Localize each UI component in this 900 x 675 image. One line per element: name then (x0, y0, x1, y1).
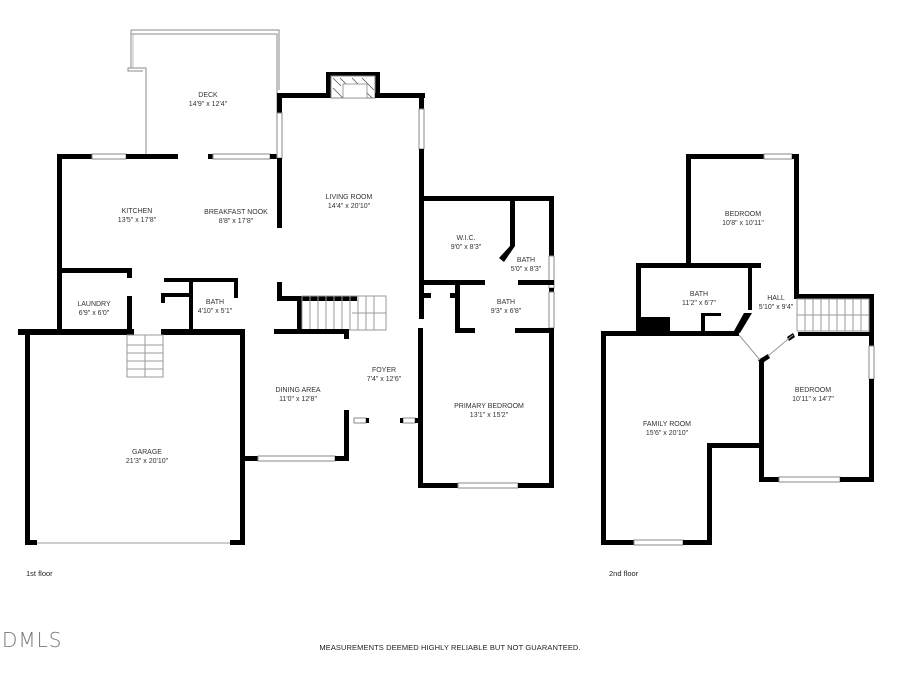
svg-text:BREAKFAST NOOK: BREAKFAST NOOK (204, 209, 268, 216)
svg-text:9'3" x 6'8": 9'3" x 6'8" (491, 308, 522, 315)
room-label-dining-area: DINING AREA 11'0" x 12'8" (275, 387, 320, 403)
svg-text:10'11" x 14'7": 10'11" x 14'7" (792, 396, 834, 403)
svg-text:BEDROOM: BEDROOM (795, 387, 831, 394)
svg-text:6'9" x 6'0": 6'9" x 6'0" (79, 310, 110, 317)
dmls-logo: DMLS (2, 628, 63, 652)
measurement-disclaimer: MEASUREMENTS DEEMED HIGHLY RELIABLE BUT … (319, 643, 581, 652)
svg-text:15'6" x 20'10": 15'6" x 20'10" (646, 430, 689, 437)
svg-text:BATH: BATH (497, 299, 515, 306)
svg-text:13'5" x 17'8": 13'5" x 17'8" (118, 217, 157, 224)
svg-text:5'0" x 8'3": 5'0" x 8'3" (511, 266, 542, 273)
first-floor-label: 1st floor (26, 569, 53, 578)
svg-text:LIVING ROOM: LIVING ROOM (326, 194, 373, 201)
fireplace-hatch (332, 77, 375, 99)
svg-text:DINING AREA: DINING AREA (275, 387, 320, 394)
garage-stairs (126, 334, 164, 378)
room-label-hall: HALL 5'10" x 9'4" (759, 295, 794, 311)
room-label-wic: W.I.C. 9'0" x 8'3" (451, 235, 482, 251)
svg-text:LAUNDRY: LAUNDRY (77, 301, 111, 308)
svg-text:21'3" x 20'10": 21'3" x 20'10" (126, 458, 169, 465)
room-label-primary-bedroom: PRIMARY BEDROOM 13'1" x 15'2" (454, 403, 524, 419)
svg-text:14'4" x 20'10": 14'4" x 20'10" (328, 203, 371, 210)
svg-text:BATH: BATH (690, 291, 708, 298)
room-label-kitchen: KITCHEN 13'5" x 17'8" (118, 208, 157, 224)
room-label-upstairs-bath: BATH 11'2" x 6'7" (682, 291, 716, 307)
svg-text:11'0" x 12'8": 11'0" x 12'8" (279, 396, 317, 403)
svg-text:BATH: BATH (517, 257, 535, 264)
svg-text:FAMILY ROOM: FAMILY ROOM (643, 421, 691, 428)
room-label-bedroom-3: BEDROOM 10'11" x 14'7" (792, 387, 834, 403)
svg-text:5'10" x 9'4": 5'10" x 9'4" (759, 304, 794, 311)
second-floor-label: 2nd floor (609, 569, 639, 578)
hall-stairs (796, 298, 870, 332)
room-label-primary-bath: BATH 9'3" x 6'8" (491, 299, 522, 315)
svg-text:FOYER: FOYER (372, 367, 396, 374)
svg-text:HALL: HALL (767, 295, 785, 302)
svg-text:11'2" x 6'7": 11'2" x 6'7" (682, 300, 716, 307)
room-label-deck: DECK 14'9" x 12'4" (189, 92, 228, 108)
second-floor-plan (601, 153, 875, 546)
svg-text:4'10" x 5'1": 4'10" x 5'1" (198, 308, 233, 315)
svg-text:13'1" x 15'2": 13'1" x 15'2" (470, 412, 509, 419)
room-label-bath-wic: BATH 5'0" x 8'3" (511, 257, 542, 273)
room-label-breakfast-nook: BREAKFAST NOOK 8'8" x 17'8" (204, 209, 268, 225)
svg-text:7'4" x 12'6": 7'4" x 12'6" (367, 376, 402, 383)
svg-text:8'8" x 17'8": 8'8" x 17'8" (219, 218, 254, 225)
room-label-half-bath: BATH 4'10" x 5'1" (198, 299, 233, 315)
first-floor-plan (18, 29, 555, 545)
staircase-main (301, 295, 387, 331)
svg-text:9'0" x 8'3": 9'0" x 8'3" (451, 244, 482, 251)
room-label-laundry: LAUNDRY 6'9" x 6'0" (77, 301, 111, 317)
svg-text:KITCHEN: KITCHEN (122, 208, 153, 215)
room-label-family-room: FAMILY ROOM 15'6" x 20'10" (643, 421, 691, 437)
room-label-foyer: FOYER 7'4" x 12'6" (367, 367, 402, 383)
svg-text:BATH: BATH (206, 299, 224, 306)
svg-text:W.I.C.: W.I.C. (456, 235, 475, 242)
svg-text:PRIMARY BEDROOM: PRIMARY BEDROOM (454, 403, 524, 410)
svg-text:14'9" x 12'4": 14'9" x 12'4" (189, 101, 228, 108)
room-label-living-room: LIVING ROOM 14'4" x 20'10" (326, 194, 373, 210)
svg-text:GARAGE: GARAGE (132, 449, 162, 456)
svg-text:BEDROOM: BEDROOM (725, 211, 761, 218)
svg-text:DECK: DECK (198, 92, 218, 99)
room-label-garage: GARAGE 21'3" x 20'10" (126, 449, 169, 465)
room-label-bedroom-2: BEDROOM 10'8" x 10'11" (722, 211, 764, 227)
svg-text:10'8" x 10'11": 10'8" x 10'11" (722, 220, 764, 227)
